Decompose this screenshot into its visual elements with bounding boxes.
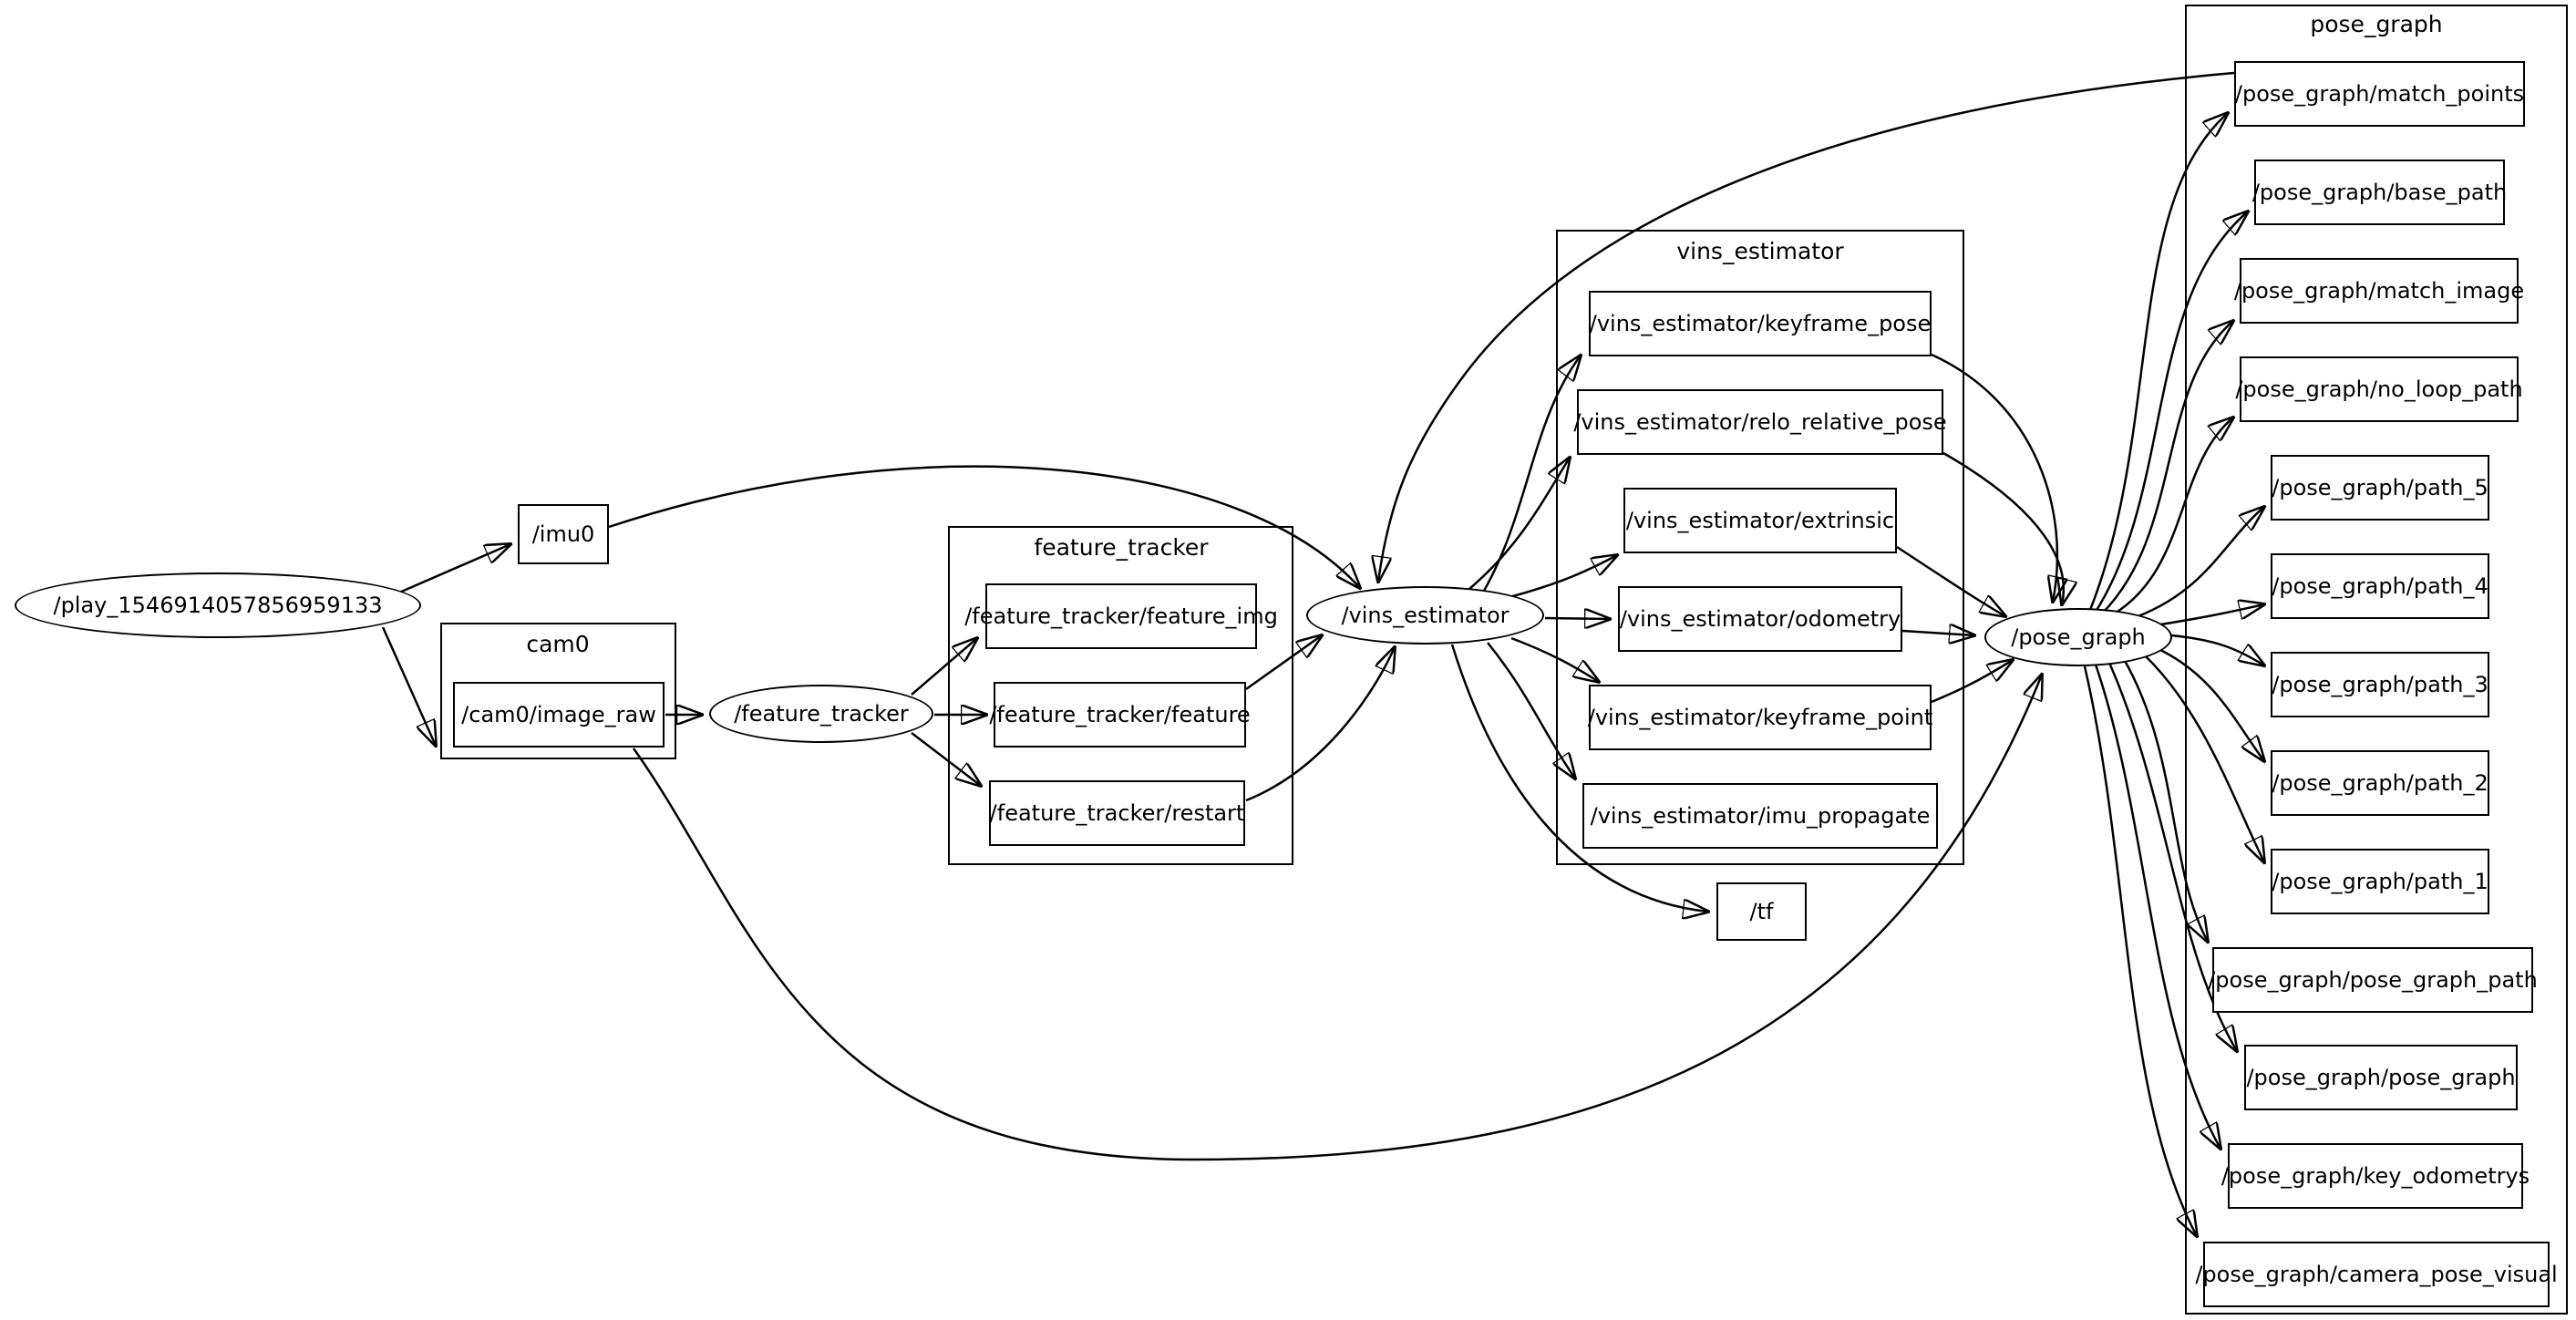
topic-vins-imu-propagate[interactable]: /vins_estimator/imu_propagate — [1582, 783, 1938, 849]
topic-pose-graph-pose-graph[interactable]: /pose_graph/pose_graph — [2244, 1045, 2518, 1110]
topic-vins-keyframe-pose[interactable]: /vins_estimator/keyframe_pose — [1589, 291, 1932, 356]
topic-pose-graph-base-path[interactable]: /pose_graph/base_path — [2252, 160, 2507, 225]
topic-pose-graph-path-4[interactable]: /pose_graph/path_4 — [2271, 553, 2489, 619]
cluster-vins-estimator-label: vins_estimator — [1676, 238, 1844, 264]
topic-vins-relo-relative-pose[interactable]: /vins_estimator/relo_relative_pose — [1573, 389, 1947, 455]
edge-feature-to-vins-estimator — [1245, 635, 1322, 691]
topic-pose-graph-match-points[interactable]: /pose_graph/match_points — [2234, 61, 2525, 127]
edge-vins-to-relo-relative-pose — [1468, 458, 1570, 590]
topic-imu0[interactable]: /imu0 — [518, 504, 609, 564]
topic-pose-graph-pose-graph-path[interactable]: /pose_graph/pose_graph_path — [2208, 947, 2538, 1013]
edge-pose-graph-to-camera-pose-visual — [2083, 665, 2197, 1236]
edge-imu0-to-vins-estimator — [608, 465, 1360, 588]
node-play[interactable]: /play_1546914057856959133 — [15, 572, 421, 638]
edge-feature-tracker-to-restart — [911, 732, 981, 786]
edge-keyframe-pose-to-pose-graph — [1931, 353, 2057, 602]
edge-pose-graph-to-no-loop-path — [2107, 418, 2233, 619]
topic-pose-graph-path-5[interactable]: /pose_graph/path_5 — [2271, 455, 2489, 521]
edge-relo-relative-pose-to-pose-graph — [1942, 451, 2064, 604]
node-vins-estimator[interactable]: /vins_estimator — [1306, 586, 1544, 645]
edge-play-to-imu0 — [398, 544, 510, 594]
topic-cam0-image-raw[interactable]: /cam0/image_raw — [453, 682, 665, 748]
edge-vins-to-odometry — [1544, 618, 1610, 619]
topic-vins-keyframe-point[interactable]: /vins_estimator/keyframe_point — [1588, 685, 1932, 750]
edge-pose-graph-to-path-2 — [2158, 647, 2264, 761]
cluster-feature-tracker-label: feature_tracker — [1034, 534, 1209, 561]
topic-feature-tracker-restart[interactable]: /feature_tracker/restart — [989, 780, 1245, 846]
edge-feature-tracker-to-feature-img — [911, 638, 977, 696]
edge-vins-to-keyframe-point — [1510, 636, 1599, 682]
topic-pose-graph-path-1[interactable]: /pose_graph/path_1 — [2271, 849, 2489, 914]
edge-vins-to-keyframe-pose — [1482, 356, 1581, 592]
topic-pose-graph-no-loop-path[interactable]: /pose_graph/no_loop_path — [2235, 356, 2523, 422]
edge-vins-to-imu-propagate — [1487, 642, 1575, 779]
topic-pose-graph-key-odometrys[interactable]: /pose_graph/key_odometrys — [2221, 1143, 2530, 1209]
edge-keyframe-point-to-pose-graph — [1931, 660, 2013, 704]
edge-match-points-to-vins-estimator — [1378, 71, 2235, 582]
edge-pose-graph-to-path-4 — [2148, 604, 2264, 628]
edge-image-raw-to-pose-graph — [632, 675, 2042, 1161]
edge-pose-graph-to-path-5 — [2125, 507, 2264, 623]
edge-restart-to-vins-estimator — [1245, 647, 1395, 802]
topic-vins-extrinsic[interactable]: /vins_estimator/extrinsic — [1623, 488, 1897, 553]
topic-pose-graph-camera-pose-visual[interactable]: /pose_graph/camera_pose_visual — [2195, 1242, 2558, 1307]
topic-pose-graph-path-3[interactable]: /pose_graph/path_3 — [2271, 652, 2489, 717]
topic-feature-tracker-feature[interactable]: /feature_tracker/feature — [989, 682, 1251, 748]
edge-pose-graph-to-key-odometrys — [2094, 664, 2221, 1149]
edge-pose-graph-to-match-image — [2100, 321, 2233, 615]
node-pose-graph[interactable]: /pose_graph — [1984, 608, 2172, 666]
edge-pose-graph-to-pose-graph-path — [2122, 658, 2208, 942]
edge-pose-graph-to-path-1 — [2143, 654, 2264, 862]
cluster-cam0-label: cam0 — [526, 631, 590, 657]
edge-play-to-cam0 — [381, 626, 436, 746]
cluster-pose-graph-label: pose_graph — [2310, 11, 2443, 37]
edge-vins-to-extrinsic — [1509, 555, 1617, 599]
topic-vins-odometry[interactable]: /vins_estimator/odometry — [1618, 586, 1902, 652]
edge-extrinsic-to-pose-graph — [1896, 545, 2005, 616]
topic-tf[interactable]: /tf — [1716, 882, 1807, 941]
topic-pose-graph-match-image[interactable]: /pose_graph/match_image — [2234, 258, 2524, 324]
node-feature-tracker[interactable]: /feature_tracker — [709, 685, 933, 743]
edge-pose-graph-to-base-path — [2094, 211, 2248, 613]
edge-pose-graph-to-match-points — [2088, 113, 2228, 611]
edge-odometry-to-pose-graph — [1901, 631, 1974, 635]
topic-pose-graph-path-2[interactable]: /pose_graph/path_2 — [2271, 750, 2489, 816]
edge-vins-to-tf — [1450, 644, 1708, 912]
edge-pose-graph-to-path-3 — [2170, 634, 2264, 665]
topic-feature-tracker-feature-img[interactable]: /feature_tracker/feature_img — [964, 583, 1278, 649]
